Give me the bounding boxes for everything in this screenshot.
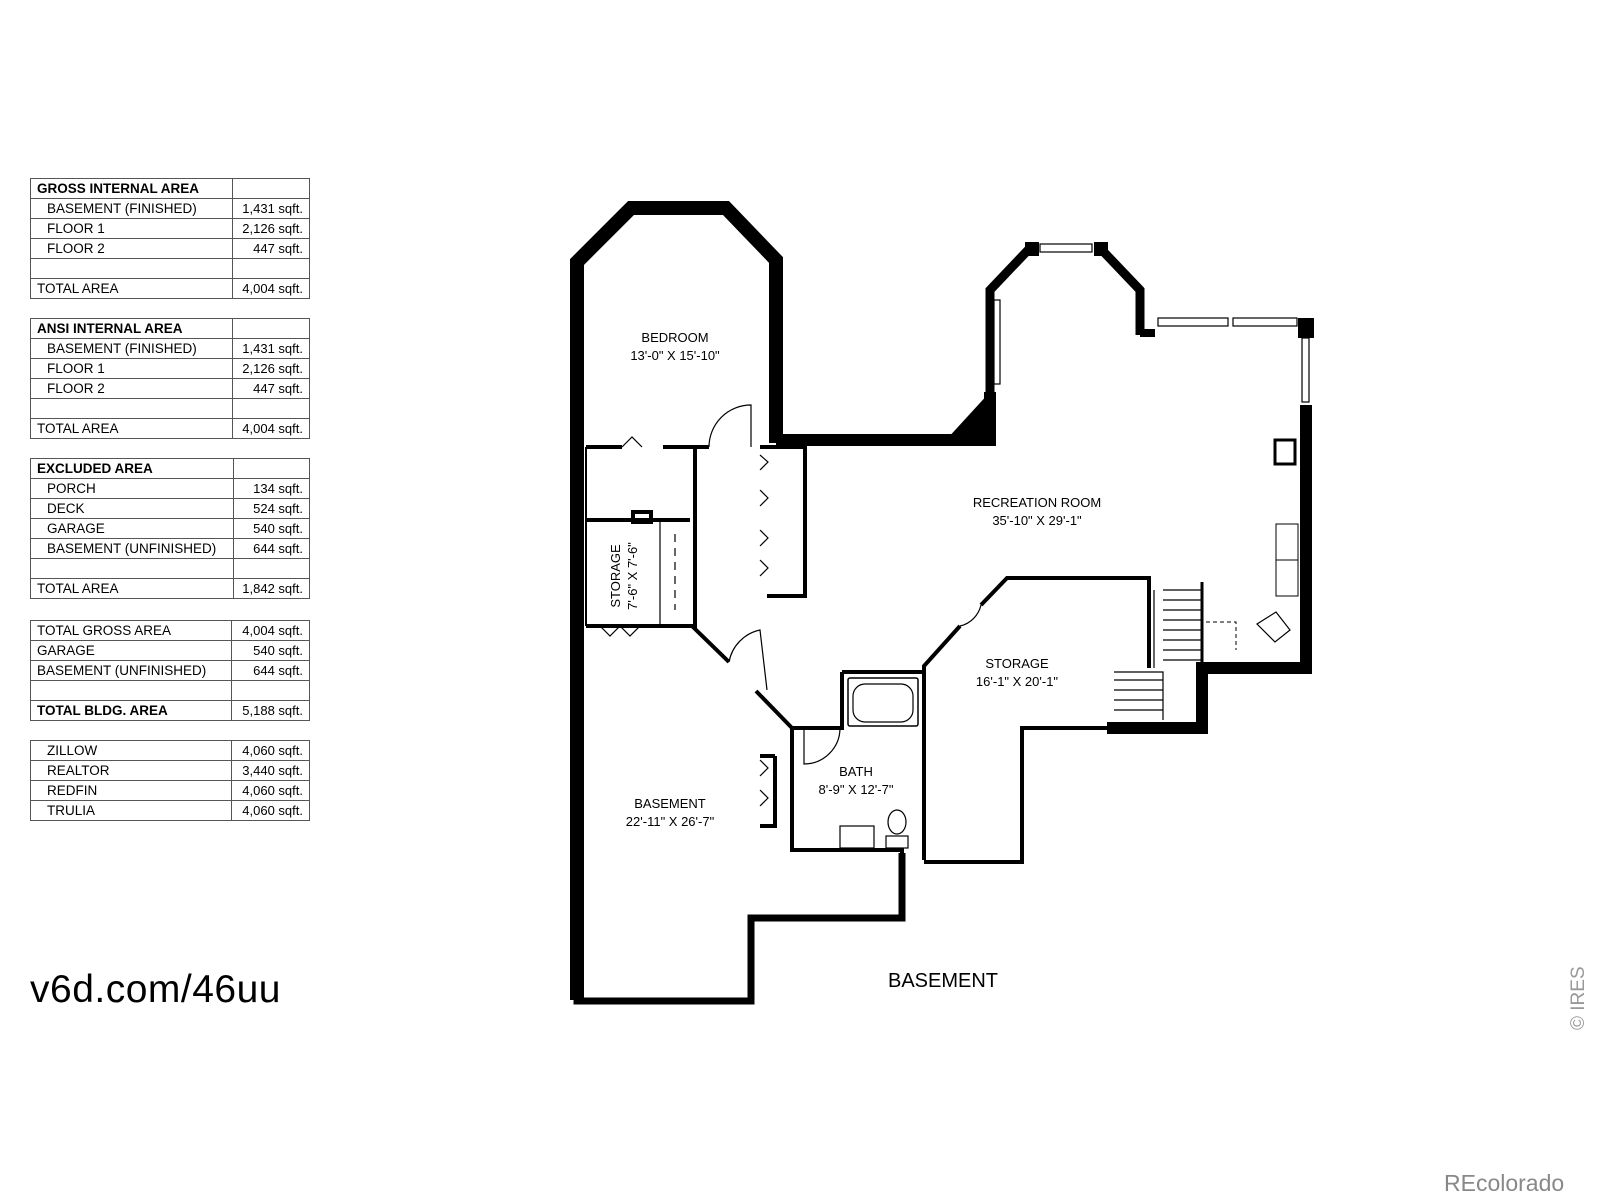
basement-diag [690,624,731,664]
bathtub [847,677,919,727]
row-value: 524 sqft. [232,498,311,519]
url-text: v6d.com/46uu [30,968,281,1011]
room-bath-name: BATH [839,764,873,779]
watermark-logo: REcolorado [1444,1170,1565,1196]
room-storage-dims: 16'-1" X 20'-1" [976,674,1059,689]
row-value: 4,004 sqft. [231,418,310,439]
room-basement-dims: 22'-11" X 26'-7" [626,814,715,829]
room-recreation-name: RECREATION ROOM [973,495,1101,510]
room-labels: BEDROOM 13'-0" X 15'-10" RECREATION ROOM… [608,330,1101,829]
fireplace [1273,438,1297,466]
row-value: 1,842 sqft. [232,578,311,599]
row-value: 4,004 sqft. [230,620,311,641]
room-bedroom-name: BEDROOM [641,330,708,345]
bedroom-wall-outer [570,201,783,1000]
row-label: TOTAL AREA [30,418,233,439]
windows [576,243,1310,601]
small-post [631,510,653,524]
table-row: BASEMENT (FINISHED)1,431 sqft. [30,198,311,219]
bath-wall [790,728,904,860]
table-row: ANSI INTERNAL AREA [30,318,310,339]
kitchen-corner [1256,611,1291,643]
stairs [1114,582,1204,720]
room-storage-small-name: STORAGE [608,544,623,608]
bath-west [792,672,844,730]
row-value: 5,188 sqft. [230,700,311,721]
row-label: TOTAL AREA [30,578,234,599]
door-swings [599,404,982,828]
row-value: 447 sqft. [231,238,311,259]
row-label: TOTAL BLDG. AREA [30,700,232,721]
row-value: 4,004 sqft. [231,278,311,299]
row-label: ANSI INTERNAL AREA [30,318,233,339]
storage-south-wall [924,726,1107,864]
room-bath-dims: 8'-9" X 12'-7" [819,782,894,797]
room-basement-name: BASEMENT [634,796,706,811]
row-value: 2,126 sqft. [231,358,310,379]
storage-outer-step [979,576,1151,668]
copyright-text: © IRES [1568,966,1589,1030]
room-storage-name: STORAGE [985,656,1049,671]
bathtub-inner [852,683,914,723]
left-wall [573,620,906,1005]
row-label: TOTAL AREA [30,278,233,299]
row-label: PORCH [30,478,234,499]
toilet-tank [885,835,909,849]
storage-wall-2 [922,624,962,860]
row-value: 540 sqft. [230,640,311,661]
row-value: 4,060 sqft. [230,780,311,801]
sink [839,825,875,849]
floor-label: BASEMENT [888,970,999,992]
room-bedroom-dims: 13'-0" X 15'-10" [630,348,720,363]
bay-corner-1 [1025,242,1039,256]
room-recreation-dims: 35'-10" X 29'-1" [992,513,1082,528]
basement-diag-2 [754,689,794,730]
row-value: 4,060 sqft. [230,800,311,821]
bay-wall-left [985,244,1034,392]
hall-wall-2 [760,445,807,598]
hall-wall-3 [690,447,697,628]
toilet [887,809,907,835]
kitchen-counter [1275,523,1299,597]
kitchen-dashed [1206,621,1237,650]
table-row [30,680,311,701]
row-value: 2,126 sqft. [231,218,311,239]
bay-wall-right [1096,244,1145,335]
wall-corner-fill [946,392,990,440]
corner-post-ne [1298,318,1314,338]
room-storage-small-dims: 7'-6" X 7'-6" [625,542,640,610]
table-row: GROSS INTERNAL AREA [30,178,311,199]
